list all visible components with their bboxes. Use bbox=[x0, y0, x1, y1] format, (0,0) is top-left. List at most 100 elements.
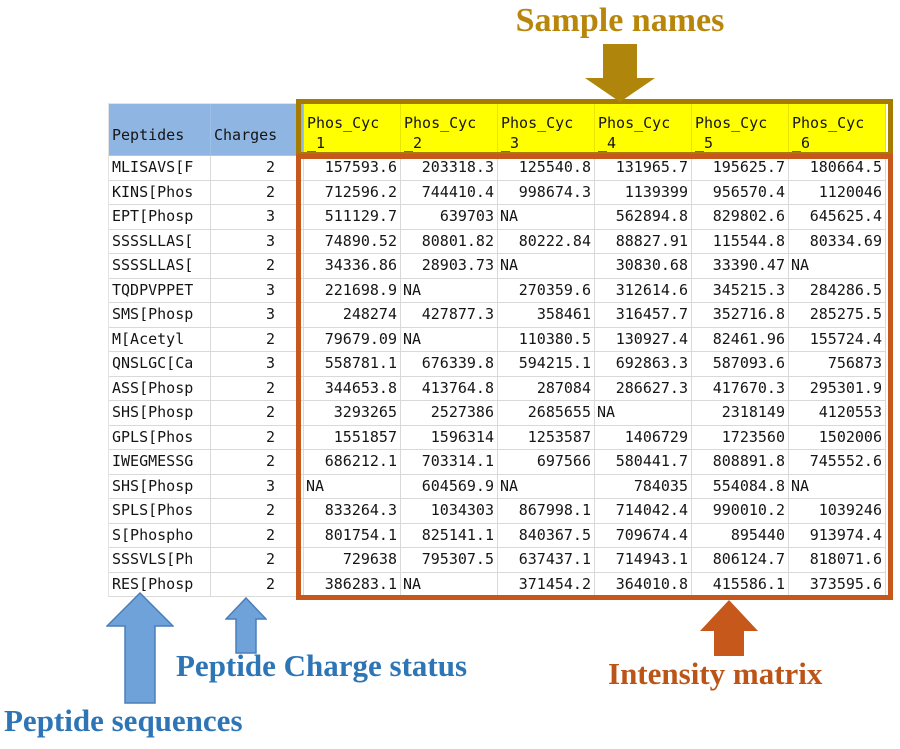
intensity-cell[interactable]: 79679.09 bbox=[304, 327, 401, 352]
charge-cell[interactable]: 3 bbox=[211, 474, 304, 499]
intensity-cell[interactable]: 82461.96 bbox=[692, 327, 789, 352]
peptide-cell[interactable]: ASS[Phosp bbox=[109, 376, 211, 401]
intensity-cell[interactable]: 270359.6 bbox=[498, 278, 595, 303]
intensity-cell[interactable]: 180664.5 bbox=[789, 156, 886, 181]
intensity-cell[interactable]: 203318.3 bbox=[401, 156, 498, 181]
intensity-cell[interactable]: 714042.4 bbox=[595, 499, 692, 524]
intensity-cell[interactable]: 130927.4 bbox=[595, 327, 692, 352]
intensity-cell[interactable]: 686212.1 bbox=[304, 450, 401, 475]
intensity-cell[interactable]: 28903.73 bbox=[401, 254, 498, 279]
charge-cell[interactable]: 2 bbox=[211, 572, 304, 597]
intensity-cell[interactable]: NA bbox=[595, 401, 692, 426]
peptide-cell[interactable]: EPT[Phosp bbox=[109, 205, 211, 230]
intensity-cell[interactable]: 587093.6 bbox=[692, 352, 789, 377]
intensity-cell[interactable]: NA bbox=[401, 572, 498, 597]
intensity-cell[interactable]: NA bbox=[401, 278, 498, 303]
charge-cell[interactable]: 2 bbox=[211, 327, 304, 352]
peptide-cell[interactable]: GPLS[Phos bbox=[109, 425, 211, 450]
peptide-cell[interactable]: RES[Phosp bbox=[109, 572, 211, 597]
intensity-cell[interactable]: 558781.1 bbox=[304, 352, 401, 377]
column-header-sample-5[interactable]: Phos_Cyc_5 bbox=[692, 104, 789, 156]
intensity-cell[interactable]: 604569.9 bbox=[401, 474, 498, 499]
intensity-cell[interactable]: 110380.5 bbox=[498, 327, 595, 352]
intensity-cell[interactable]: 30830.68 bbox=[595, 254, 692, 279]
intensity-cell[interactable]: 1139399 bbox=[595, 180, 692, 205]
charge-cell[interactable]: 3 bbox=[211, 352, 304, 377]
intensity-cell[interactable]: NA bbox=[498, 474, 595, 499]
intensity-cell[interactable]: 1120046 bbox=[789, 180, 886, 205]
intensity-cell[interactable]: 562894.8 bbox=[595, 205, 692, 230]
intensity-cell[interactable]: 818071.6 bbox=[789, 548, 886, 573]
peptide-cell[interactable]: SHS[Phosp bbox=[109, 401, 211, 426]
intensity-cell[interactable]: 825141.1 bbox=[401, 523, 498, 548]
intensity-cell[interactable]: 80222.84 bbox=[498, 229, 595, 254]
peptide-cell[interactable]: SSSVLS[Ph bbox=[109, 548, 211, 573]
intensity-cell[interactable]: 415586.1 bbox=[692, 572, 789, 597]
intensity-cell[interactable]: 386283.1 bbox=[304, 572, 401, 597]
intensity-cell[interactable]: 1253587 bbox=[498, 425, 595, 450]
intensity-cell[interactable]: 2527386 bbox=[401, 401, 498, 426]
intensity-cell[interactable]: 352716.8 bbox=[692, 303, 789, 328]
intensity-cell[interactable]: 795307.5 bbox=[401, 548, 498, 573]
peptide-cell[interactable]: KINS[Phos bbox=[109, 180, 211, 205]
intensity-cell[interactable]: 956570.4 bbox=[692, 180, 789, 205]
charge-cell[interactable]: 3 bbox=[211, 229, 304, 254]
intensity-cell[interactable]: 316457.7 bbox=[595, 303, 692, 328]
charge-cell[interactable]: 2 bbox=[211, 425, 304, 450]
intensity-cell[interactable]: 344653.8 bbox=[304, 376, 401, 401]
intensity-cell[interactable]: 1551857 bbox=[304, 425, 401, 450]
intensity-cell[interactable]: 639703 bbox=[401, 205, 498, 230]
charge-cell[interactable]: 2 bbox=[211, 254, 304, 279]
intensity-cell[interactable]: 345215.3 bbox=[692, 278, 789, 303]
intensity-cell[interactable]: 709674.4 bbox=[595, 523, 692, 548]
intensity-cell[interactable]: 594215.1 bbox=[498, 352, 595, 377]
intensity-cell[interactable]: 712596.2 bbox=[304, 180, 401, 205]
intensity-cell[interactable]: 3293265 bbox=[304, 401, 401, 426]
intensity-cell[interactable]: 645625.4 bbox=[789, 205, 886, 230]
intensity-cell[interactable]: 1039246 bbox=[789, 499, 886, 524]
intensity-cell[interactable]: 697566 bbox=[498, 450, 595, 475]
intensity-cell[interactable]: 714943.1 bbox=[595, 548, 692, 573]
peptide-cell[interactable]: SSSSLLAS[ bbox=[109, 254, 211, 279]
intensity-cell[interactable]: 312614.6 bbox=[595, 278, 692, 303]
intensity-cell[interactable]: 637437.1 bbox=[498, 548, 595, 573]
intensity-cell[interactable]: 829802.6 bbox=[692, 205, 789, 230]
intensity-cell[interactable]: 157593.6 bbox=[304, 156, 401, 181]
intensity-cell[interactable]: 80334.69 bbox=[789, 229, 886, 254]
intensity-cell[interactable]: 1596314 bbox=[401, 425, 498, 450]
intensity-cell[interactable]: 580441.7 bbox=[595, 450, 692, 475]
intensity-cell[interactable]: 2685655 bbox=[498, 401, 595, 426]
intensity-cell[interactable]: 195625.7 bbox=[692, 156, 789, 181]
intensity-cell[interactable]: 998674.3 bbox=[498, 180, 595, 205]
peptide-cell[interactable]: SSSSLLAS[ bbox=[109, 229, 211, 254]
intensity-cell[interactable]: 74890.52 bbox=[304, 229, 401, 254]
intensity-cell[interactable]: NA bbox=[304, 474, 401, 499]
intensity-cell[interactable]: NA bbox=[401, 327, 498, 352]
peptide-cell[interactable]: MLISAVS[F bbox=[109, 156, 211, 181]
intensity-cell[interactable]: 745552.6 bbox=[789, 450, 886, 475]
intensity-cell[interactable]: 1502006 bbox=[789, 425, 886, 450]
intensity-cell[interactable]: 913974.4 bbox=[789, 523, 886, 548]
intensity-cell[interactable]: 756873 bbox=[789, 352, 886, 377]
intensity-cell[interactable]: NA bbox=[498, 254, 595, 279]
peptide-cell[interactable]: QNSLGC[Ca bbox=[109, 352, 211, 377]
peptide-cell[interactable]: TQDPVPPET bbox=[109, 278, 211, 303]
intensity-cell[interactable]: 692863.3 bbox=[595, 352, 692, 377]
intensity-cell[interactable]: 115544.8 bbox=[692, 229, 789, 254]
charge-cell[interactable]: 2 bbox=[211, 499, 304, 524]
charge-cell[interactable]: 2 bbox=[211, 401, 304, 426]
column-header-sample-3[interactable]: Phos_Cyc_3 bbox=[498, 104, 595, 156]
intensity-cell[interactable]: 88827.91 bbox=[595, 229, 692, 254]
intensity-cell[interactable]: 784035 bbox=[595, 474, 692, 499]
intensity-cell[interactable]: 1723560 bbox=[692, 425, 789, 450]
intensity-cell[interactable]: 371454.2 bbox=[498, 572, 595, 597]
charge-cell[interactable]: 3 bbox=[211, 303, 304, 328]
intensity-cell[interactable]: 286627.3 bbox=[595, 376, 692, 401]
column-header-sample-2[interactable]: Phos_Cyc_2 bbox=[401, 104, 498, 156]
intensity-cell[interactable]: 248274 bbox=[304, 303, 401, 328]
peptide-cell[interactable]: SHS[Phosp bbox=[109, 474, 211, 499]
intensity-cell[interactable]: 155724.4 bbox=[789, 327, 886, 352]
intensity-cell[interactable]: 413764.8 bbox=[401, 376, 498, 401]
intensity-cell[interactable]: 806124.7 bbox=[692, 548, 789, 573]
intensity-cell[interactable]: 1406729 bbox=[595, 425, 692, 450]
